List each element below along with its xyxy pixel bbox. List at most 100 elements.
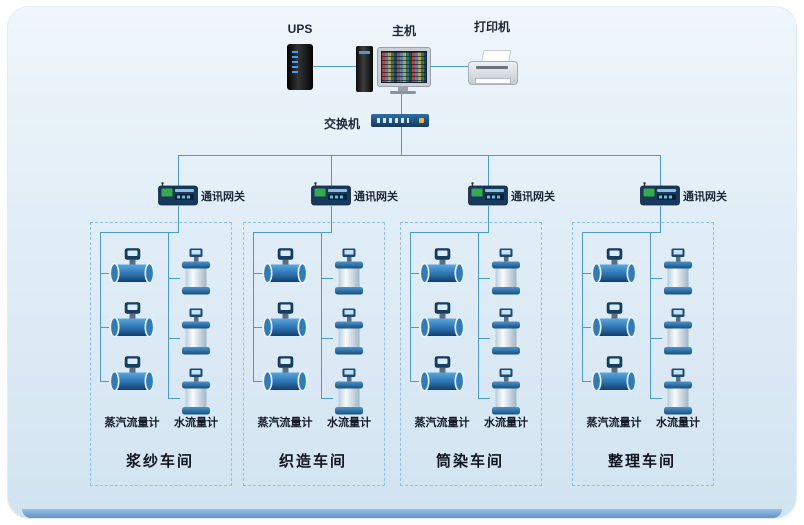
workshop-name: 筒染车间 (435, 453, 504, 470)
workshop-name: 织造车间 (278, 453, 347, 470)
workshop-group-1: 通讯网关 蒸汽流量计 水流量计 浆纱车间 (90, 170, 270, 515)
gateway-icon (640, 182, 680, 206)
water-meter-label: 水流量计 (174, 417, 218, 429)
connector-line (410, 232, 411, 381)
connector-line (168, 398, 180, 399)
gateway-label: 通讯网关 (354, 191, 398, 203)
water-flowmeter-icon (489, 368, 523, 416)
workshop-boundary (572, 222, 714, 486)
connector-line (660, 155, 661, 186)
connector-line (660, 206, 661, 232)
water-flowmeter-icon (661, 248, 695, 296)
water-meter-label: 水流量计 (656, 417, 700, 429)
monitor-stand (398, 86, 408, 91)
switch-label: 交换机 (323, 117, 360, 131)
connector-line (100, 232, 179, 233)
steam-flowmeter-icon (418, 356, 466, 396)
water-meter-label: 水流量计 (327, 417, 371, 429)
water-flowmeter-icon (332, 248, 366, 296)
connector-line (331, 206, 332, 232)
connector-line (650, 278, 662, 279)
water-flowmeter-icon (489, 248, 523, 296)
steam-flowmeter-icon (590, 356, 638, 396)
gateway-icon (158, 182, 198, 206)
connector-line (401, 127, 402, 155)
connector-line (650, 232, 651, 399)
host-label: 主机 (391, 24, 416, 38)
connector-line (253, 232, 332, 233)
connector-line (321, 232, 322, 399)
host-monitor-icon (377, 47, 431, 87)
gateway-icon (311, 182, 351, 206)
connector-line (582, 381, 591, 382)
connector-line (321, 278, 333, 279)
connector-line (430, 66, 468, 67)
connector-line (253, 327, 262, 328)
gateway-label: 通讯网关 (201, 191, 245, 203)
connector-line (410, 327, 419, 328)
water-flowmeter-icon (179, 308, 213, 356)
connector-line (582, 232, 661, 233)
host-tower-icon (356, 46, 373, 92)
connector-line (410, 273, 419, 274)
connector-line (168, 232, 169, 399)
steam-flowmeter-icon (108, 248, 156, 288)
steam-meter-label: 蒸汽流量计 (257, 417, 313, 429)
water-flowmeter-icon (489, 308, 523, 356)
workshop-name: 浆纱车间 (125, 453, 194, 470)
connector-line (253, 232, 254, 381)
connector-line (582, 232, 583, 381)
connector-line (178, 155, 179, 186)
water-flowmeter-icon (661, 368, 695, 416)
workshop-name: 整理车间 (607, 453, 676, 470)
printer-slot (476, 66, 508, 69)
steam-flowmeter-icon (261, 302, 309, 342)
workshop-group-3: 通讯网关 蒸汽流量计 水流量计 筒染车间 (400, 170, 580, 515)
connector-line (478, 278, 490, 279)
water-flowmeter-icon (332, 308, 366, 356)
workshop-group-2: 通讯网关 蒸汽流量计 水流量计 织造车间 (243, 170, 423, 515)
steam-flowmeter-icon (590, 302, 638, 342)
steam-flowmeter-icon (261, 356, 309, 396)
connector-line (100, 381, 109, 382)
water-meter-label: 水流量计 (484, 417, 528, 429)
steam-flowmeter-icon (418, 302, 466, 342)
steam-flowmeter-icon (108, 356, 156, 396)
connector-line (100, 232, 101, 381)
connector-line (582, 273, 591, 274)
connector-line (321, 338, 333, 339)
connector-line (100, 273, 109, 274)
connector-line (478, 338, 490, 339)
gateway-icon (468, 182, 508, 206)
steam-flowmeter-icon (418, 248, 466, 288)
water-flowmeter-icon (661, 308, 695, 356)
connector-line (582, 327, 591, 328)
monitor-base (390, 91, 416, 94)
water-flowmeter-icon (179, 248, 213, 296)
steam-meter-label: 蒸汽流量计 (586, 417, 642, 429)
connector-line (488, 206, 489, 232)
connector-line (401, 94, 402, 114)
workshop-boundary (90, 222, 232, 486)
steam-flowmeter-icon (261, 248, 309, 288)
connector-line (650, 398, 662, 399)
connector-line (178, 206, 179, 232)
steam-meter-label: 蒸汽流量计 (104, 417, 160, 429)
workshop-boundary (400, 222, 542, 486)
ups-icon (287, 44, 313, 90)
connector-line (168, 338, 180, 339)
connector-line (488, 155, 489, 186)
workshop-boundary (243, 222, 385, 486)
steam-flowmeter-icon (108, 302, 156, 342)
connector-line (168, 278, 180, 279)
connector-line (410, 381, 419, 382)
connector-line (253, 381, 262, 382)
connector-line (478, 232, 479, 399)
printer-output-tray (475, 78, 511, 84)
distribution-bus-line (178, 155, 661, 156)
water-flowmeter-icon (332, 368, 366, 416)
gateway-label: 通讯网关 (683, 191, 727, 203)
connector-line (478, 398, 490, 399)
connector-line (253, 273, 262, 274)
